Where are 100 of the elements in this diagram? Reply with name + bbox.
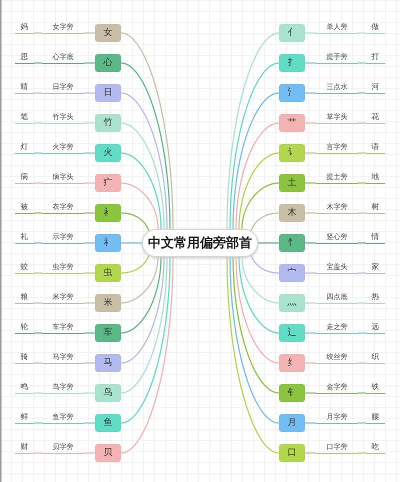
radical-box: 马 — [95, 354, 121, 372]
branch-line — [358, 272, 366, 274]
radical-box: 心 — [95, 54, 121, 72]
radical-box: 灬 — [279, 294, 305, 312]
branch-line — [235, 256, 280, 364]
branch-line — [120, 122, 165, 230]
radical-box: 扌 — [279, 54, 305, 72]
branch-line — [358, 32, 366, 34]
branch-line — [120, 182, 159, 230]
branch-line — [232, 92, 280, 230]
branch-line — [358, 332, 366, 334]
branch-line — [84, 422, 95, 424]
branch-line — [84, 302, 95, 304]
radical-box: 火 — [95, 144, 121, 162]
branch-line — [305, 152, 316, 154]
branch-line — [120, 256, 171, 424]
branch-line — [358, 152, 366, 154]
branch-line — [358, 62, 366, 64]
branch-line — [238, 256, 280, 334]
branch-line — [84, 332, 95, 334]
branch-line — [34, 272, 42, 274]
branch-line — [305, 92, 316, 94]
branch-line — [34, 182, 42, 184]
branch-line — [34, 422, 42, 424]
branch-line — [120, 256, 165, 364]
branch-line — [84, 392, 95, 394]
branch-line — [305, 392, 316, 394]
radical-box: 讠 — [279, 144, 305, 162]
branch-line — [34, 302, 42, 304]
branch-line — [34, 392, 42, 394]
branch-line — [305, 212, 316, 214]
branch-line — [358, 392, 366, 394]
radical-box: 氵 — [279, 84, 305, 102]
branch-line — [305, 62, 316, 64]
radical-box: 宀 — [279, 264, 305, 282]
radical-box: 月 — [279, 414, 305, 432]
radical-box: 钅 — [279, 384, 305, 402]
branch-line — [229, 62, 280, 230]
branch-line — [34, 212, 42, 214]
radical-box: 疒 — [95, 174, 121, 192]
radical-box: 土 — [279, 174, 305, 192]
branch-line — [120, 256, 159, 304]
branch-line — [241, 182, 280, 230]
branch-line — [250, 212, 280, 232]
radical-box: 贝 — [95, 444, 121, 462]
branch-line — [358, 182, 366, 184]
branch-line — [238, 152, 280, 230]
radical-box: 辶 — [279, 324, 305, 342]
branch-line — [34, 92, 42, 94]
branch-line — [34, 452, 42, 454]
branch-line — [120, 256, 162, 334]
branch-line — [120, 254, 150, 274]
branch-line — [241, 256, 280, 304]
branch-line — [305, 452, 316, 454]
branch-line — [305, 362, 316, 364]
branch-line — [358, 212, 366, 214]
branch-line — [358, 422, 366, 424]
branch-line — [120, 256, 168, 394]
branch-line — [305, 332, 316, 334]
branch-line — [34, 122, 42, 124]
branch-line — [84, 272, 95, 274]
radical-box: 竹 — [95, 114, 121, 132]
radical-box: 礻 — [95, 234, 121, 252]
branch-line — [34, 362, 42, 364]
branch-line — [305, 122, 316, 124]
branch-line — [226, 256, 280, 454]
branch-line — [34, 32, 42, 34]
branch-line — [229, 256, 280, 424]
branch-line — [84, 122, 95, 124]
branch-line — [235, 122, 280, 230]
branch-line — [305, 302, 316, 304]
radical-box: 口 — [279, 444, 305, 462]
branch-line — [250, 254, 280, 274]
central-topic-box: 中文常用偏旁部首 — [142, 229, 258, 257]
branch-line — [305, 272, 316, 274]
branch-line — [84, 182, 95, 184]
branch-line — [84, 212, 95, 214]
branch-line — [34, 152, 42, 154]
branch-line — [120, 92, 168, 230]
radical-box: 艹 — [279, 114, 305, 132]
radical-box: 日 — [95, 84, 121, 102]
radical-box: 衤 — [95, 204, 121, 222]
branch-line — [120, 62, 171, 230]
radical-box: 忄 — [279, 234, 305, 252]
branch-line — [226, 32, 280, 230]
branch-line — [358, 122, 366, 124]
branch-line — [258, 242, 279, 244]
radical-box: 鸟 — [95, 384, 121, 402]
branch-line — [84, 362, 95, 364]
radical-box: 虫 — [95, 264, 121, 282]
branch-line — [84, 32, 95, 34]
branch-line — [358, 302, 366, 304]
branch-line — [120, 152, 162, 230]
branch-line — [121, 242, 142, 244]
branch-line — [120, 256, 174, 454]
radical-box: 女 — [95, 24, 121, 42]
branch-line — [305, 182, 316, 184]
radical-box: 亻 — [279, 24, 305, 42]
branch-line — [120, 212, 150, 232]
radical-box: 车 — [95, 324, 121, 342]
